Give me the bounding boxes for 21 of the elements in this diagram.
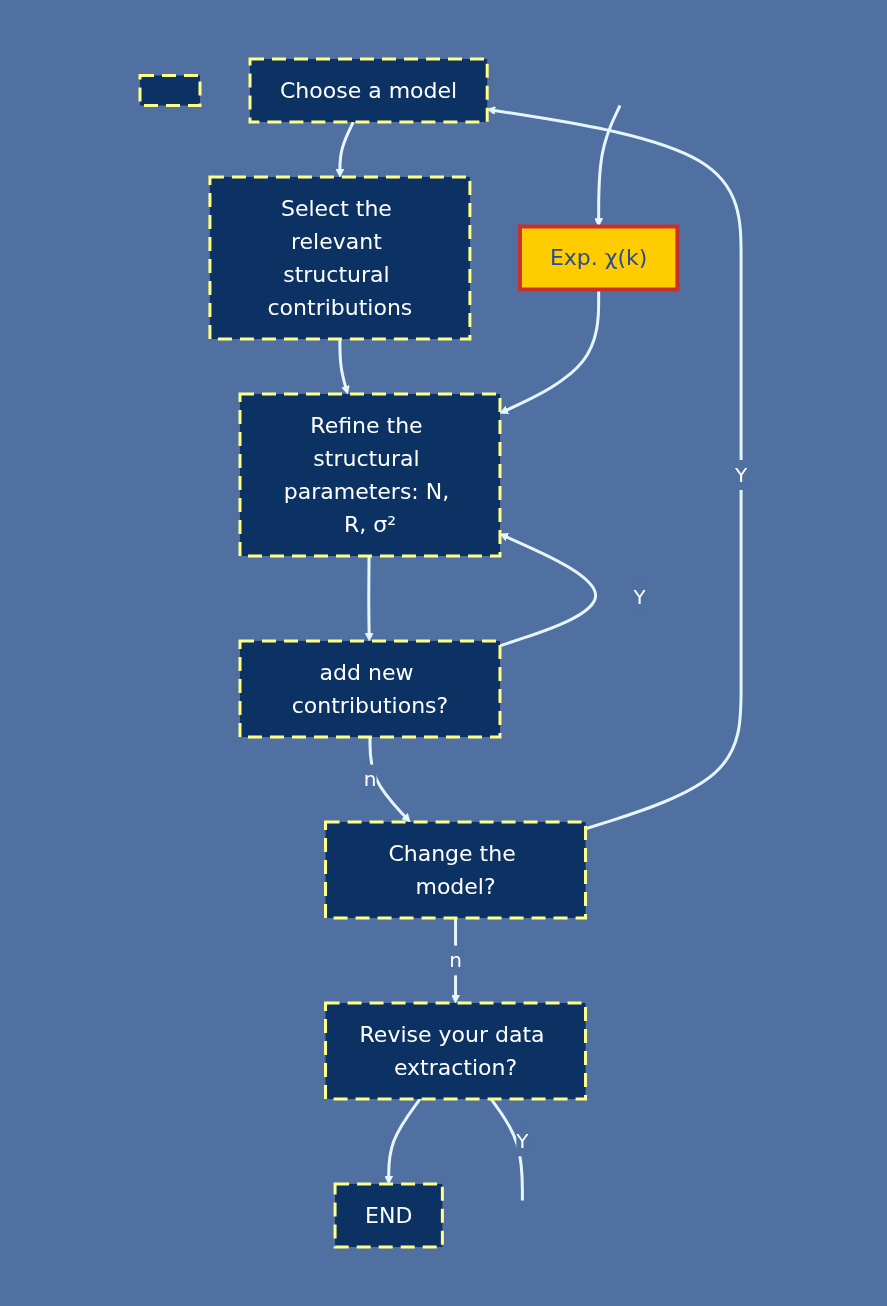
node-box: Refine the structural parameters: N, R, σ²: [238, 392, 502, 558]
connector: [489, 1098, 524, 1201]
edge-label: Y: [734, 463, 748, 487]
arrow: [364, 556, 374, 642]
node-box: Revise your data extraction?: [323, 1001, 587, 1101]
node-box: END: [333, 1182, 444, 1249]
edge-label: Y: [633, 585, 646, 610]
edge-label: Y: [516, 1129, 529, 1154]
arrow: [338, 339, 350, 395]
arrow: [499, 533, 597, 648]
arrow: [499, 289, 601, 414]
node-box: add new contributions?: [238, 639, 502, 739]
node-box: Select the relevant structural contributions: [208, 175, 472, 341]
arrow: [368, 737, 411, 823]
arrow: [594, 104, 622, 227]
edge-label: n: [363, 767, 377, 792]
node-box: Choose a model: [248, 57, 489, 124]
node-box: Change the model?: [323, 820, 587, 920]
node-box: Exp. χ(k): [517, 224, 680, 292]
edge-label: n: [449, 948, 462, 973]
node-box: [138, 74, 202, 107]
